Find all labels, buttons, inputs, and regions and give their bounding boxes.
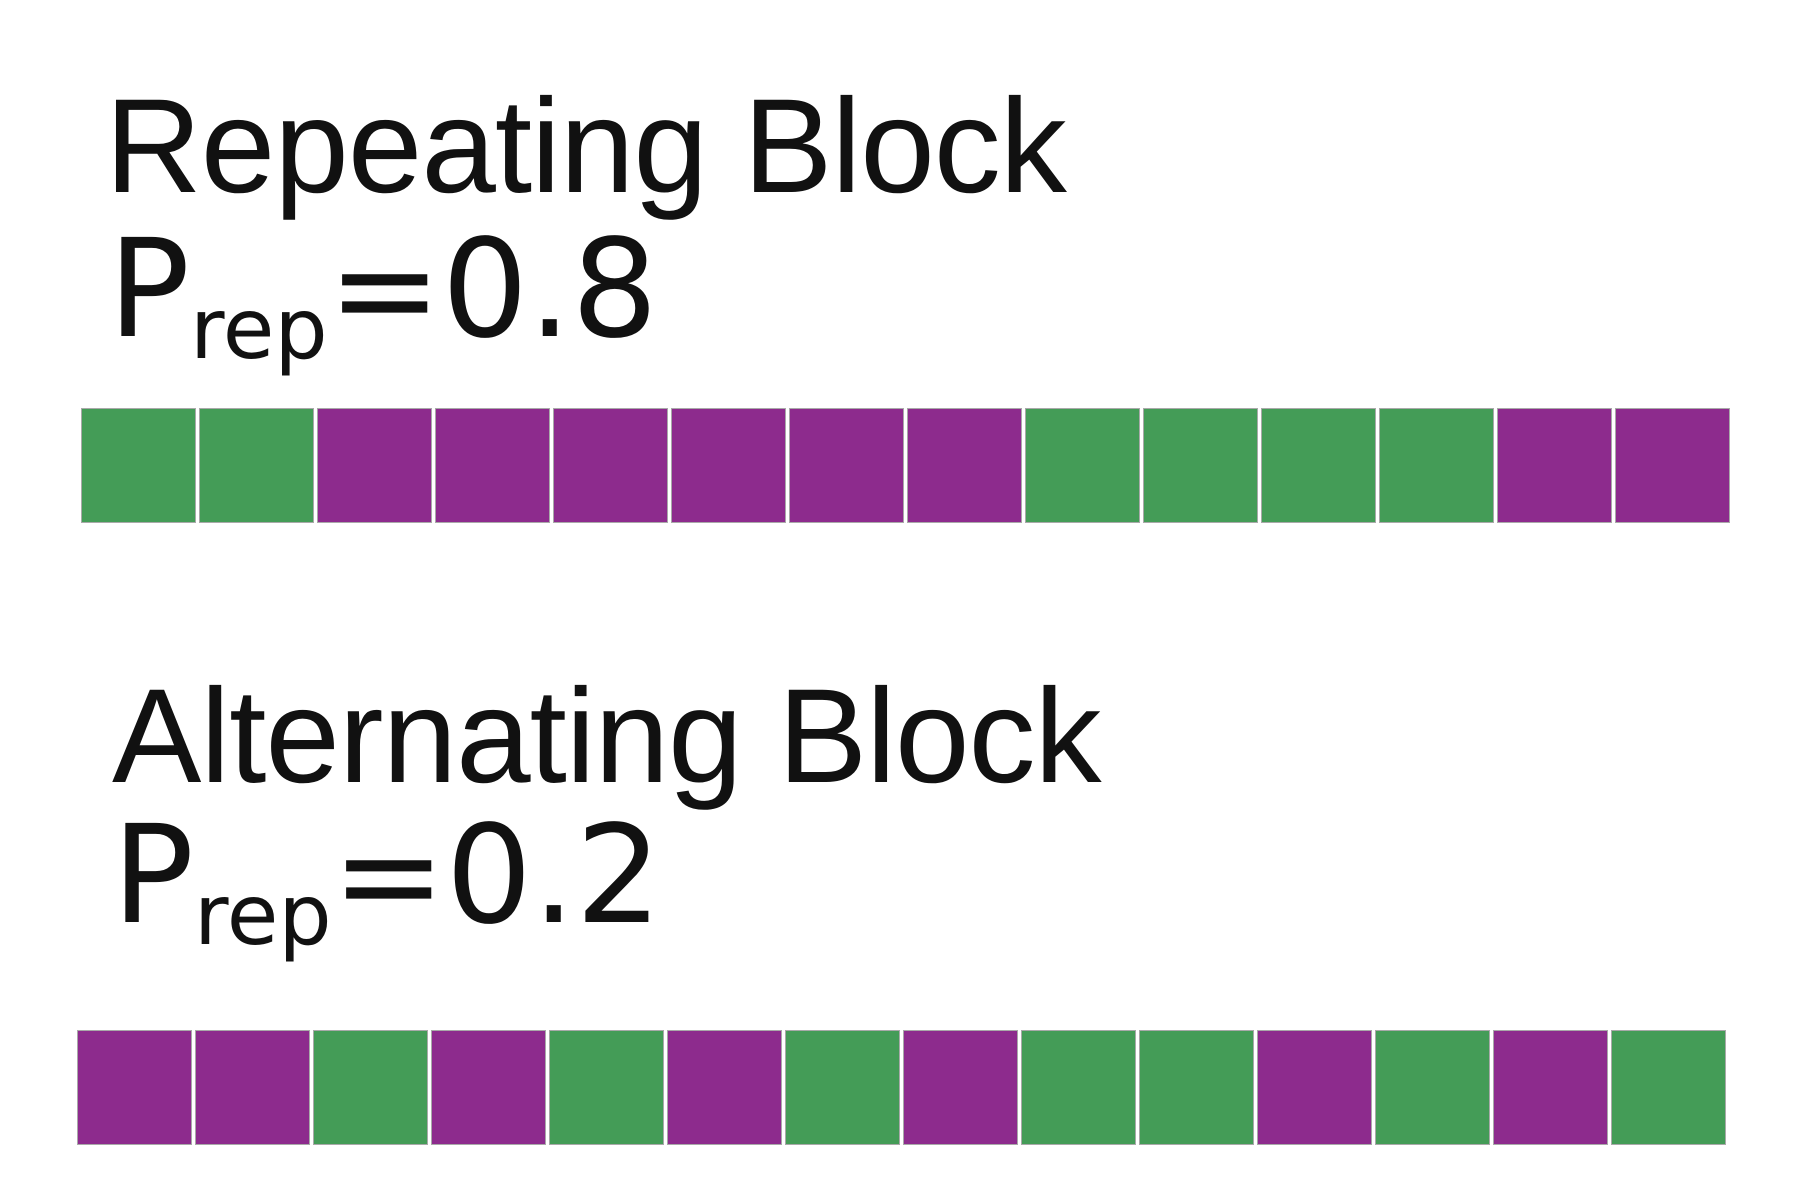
purple-trial-cell	[907, 408, 1022, 523]
purple-trial-cell	[671, 408, 786, 523]
probability-operator: =	[331, 797, 446, 955]
purple-trial-cell	[667, 1030, 782, 1145]
green-trial-cell	[1261, 408, 1376, 523]
green-trial-cell	[81, 408, 196, 523]
probability-subscript: rep	[194, 865, 332, 964]
repeating-block-section: Repeating Block Prep=0.8	[0, 0, 1803, 560]
purple-trial-cell	[317, 408, 432, 523]
purple-trial-cell	[195, 1030, 310, 1145]
alternating-block-section: Alternating Block Prep=0.2	[0, 560, 1803, 1160]
purple-trial-cell	[435, 408, 550, 523]
alternating-block-probability: Prep=0.2	[112, 808, 662, 957]
purple-trial-cell	[77, 1030, 192, 1145]
green-trial-cell	[549, 1030, 664, 1145]
green-trial-cell	[313, 1030, 428, 1145]
green-trial-cell	[1379, 408, 1494, 523]
probability-value: 0.2	[445, 797, 662, 955]
probability-symbol: P	[112, 797, 195, 955]
green-trial-cell	[1025, 408, 1140, 523]
probability-value: 0.8	[441, 211, 658, 369]
green-trial-cell	[785, 1030, 900, 1145]
green-trial-cell	[1143, 408, 1258, 523]
purple-trial-cell	[1257, 1030, 1372, 1145]
repeating-block-title: Repeating Block	[105, 72, 1067, 221]
probability-symbol: P	[108, 211, 191, 369]
repeating-block-sequence	[81, 408, 1730, 524]
purple-trial-cell	[789, 408, 904, 523]
alternating-block-title: Alternating Block	[112, 662, 1102, 811]
purple-trial-cell	[1497, 408, 1612, 523]
purple-trial-cell	[431, 1030, 546, 1145]
repeating-block-probability: Prep=0.8	[108, 222, 658, 371]
purple-trial-cell	[553, 408, 668, 523]
green-trial-cell	[199, 408, 314, 523]
green-trial-cell	[1375, 1030, 1490, 1145]
green-trial-cell	[1611, 1030, 1726, 1145]
purple-trial-cell	[1493, 1030, 1608, 1145]
purple-trial-cell	[903, 1030, 1018, 1145]
alternating-block-sequence	[77, 1030, 1726, 1146]
probability-subscript: rep	[190, 279, 328, 378]
probability-operator: =	[327, 211, 442, 369]
green-trial-cell	[1021, 1030, 1136, 1145]
purple-trial-cell	[1615, 408, 1730, 523]
green-trial-cell	[1139, 1030, 1254, 1145]
